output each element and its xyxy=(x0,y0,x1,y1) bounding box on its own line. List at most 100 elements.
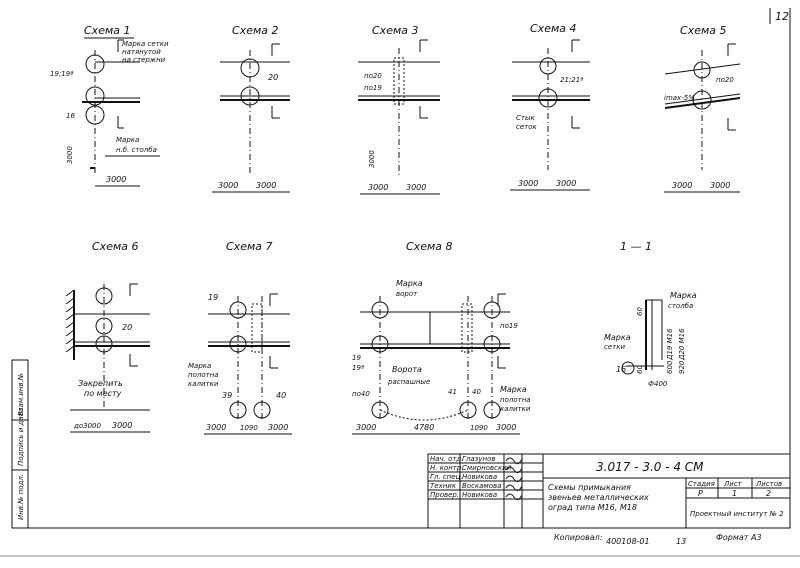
page-number: 12 xyxy=(775,10,789,23)
svg-text:920: 920 xyxy=(678,360,686,374)
svg-text:сетки: сетки xyxy=(604,343,625,351)
svg-text:Техник: Техник xyxy=(430,482,457,490)
scheme-title: 1 — 1 xyxy=(620,240,652,253)
scheme-title: Схема 2 xyxy=(232,24,279,37)
svg-text:3000: 3000 xyxy=(518,179,538,188)
svg-text:Схемы примыкания: Схемы примыкания xyxy=(548,483,631,492)
svg-text:Марка: Марка xyxy=(188,362,211,370)
section-1-1: 1 — 1 Марка столба Марка сетки 16 60 60 … xyxy=(604,240,697,388)
svg-text:сеток: сеток xyxy=(516,123,538,131)
svg-text:натянутой: натянутой xyxy=(122,48,161,56)
svg-text:3000: 3000 xyxy=(406,183,426,192)
scheme-6: Схема 6 20 Закрепить по месту до3000 300… xyxy=(65,240,150,433)
svg-text:60: 60 xyxy=(636,365,644,374)
svg-text:Стадия: Стадия xyxy=(688,480,715,488)
stamp-replace: Взам.инв.№ xyxy=(17,373,25,416)
scheme-7: Схема 7 19 Марка полотна калитки 39 40 3… xyxy=(188,240,292,435)
svg-text:Марка: Марка xyxy=(670,291,697,300)
svg-text:Марка сетки: Марка сетки xyxy=(122,40,169,48)
svg-text:Смирновский: Смирновский xyxy=(462,464,512,472)
svg-text:Провер.: Провер. xyxy=(430,491,459,499)
svg-text:по месту: по месту xyxy=(84,389,122,398)
svg-text:ворот: ворот xyxy=(396,290,418,298)
svg-text:20: 20 xyxy=(268,73,278,82)
svg-text:3000: 3000 xyxy=(66,146,74,164)
svg-text:3000: 3000 xyxy=(356,423,376,432)
svg-text:по20: по20 xyxy=(364,72,382,80)
scheme-title: Схема 4 xyxy=(530,22,577,35)
svg-text:3000: 3000 xyxy=(496,423,516,432)
scheme-title: Схема 1 xyxy=(84,24,131,37)
svg-text:Стык: Стык xyxy=(516,114,535,122)
svg-text:16: 16 xyxy=(616,365,626,374)
svg-text:19: 19 xyxy=(208,293,218,302)
signature xyxy=(505,475,523,483)
svg-text:19: 19 xyxy=(352,354,361,362)
svg-text:н.б. столба: н.б. столба xyxy=(116,146,157,154)
svg-text:полотна: полотна xyxy=(500,396,531,404)
svg-text:400108-01: 400108-01 xyxy=(606,537,650,546)
scheme-title: Схема 7 xyxy=(226,240,273,253)
svg-text:1090: 1090 xyxy=(240,424,258,432)
scheme-title: Схема 3 xyxy=(372,24,419,37)
scheme-title: Схема 5 xyxy=(680,24,727,37)
svg-text:Н. контр.: Н. контр. xyxy=(430,464,464,472)
svg-text:оград типа М16, М18: оград типа М16, М18 xyxy=(548,503,637,512)
sidebar-stamp: Инв.№ подл. Подпись и дата Взам.инв.№ xyxy=(11,359,29,529)
svg-text:19ª: 19ª xyxy=(352,364,365,372)
svg-text:полотна: полотна xyxy=(188,371,219,379)
svg-text:3000: 3000 xyxy=(256,181,276,190)
scheme-3: Схема 3 по20 по19 3000 3000 3000 xyxy=(358,24,440,195)
svg-text:39: 39 xyxy=(222,391,232,400)
svg-text:Формат А3: Формат А3 xyxy=(716,533,762,542)
svg-text:19;19ª: 19;19ª xyxy=(50,70,74,78)
scheme-5: Схема 5 по20 imax-5% 3000 3000 xyxy=(664,24,741,193)
svg-text:3000: 3000 xyxy=(368,150,376,168)
svg-text:Лист: Лист xyxy=(723,480,743,488)
svg-text:20: 20 xyxy=(122,323,132,332)
svg-text:3000: 3000 xyxy=(268,423,288,432)
svg-text:по19: по19 xyxy=(500,322,518,330)
svg-text:13: 13 xyxy=(676,537,686,546)
svg-text:Ф400: Ф400 xyxy=(648,380,668,388)
svg-text:3000: 3000 xyxy=(218,181,238,190)
svg-text:Закрепить: Закрепить xyxy=(78,379,123,388)
scheme-1: Схема 1 Марка сетки натянутой на стержни… xyxy=(50,24,169,187)
svg-text:Д20 М16: Д20 М16 xyxy=(678,328,686,361)
scheme-title: Схема 6 xyxy=(92,240,139,253)
svg-text:16: 16 xyxy=(66,112,75,120)
svg-text:калитки: калитки xyxy=(188,380,219,388)
footer: Копировал: 400108-01 13 Формат А3 xyxy=(554,533,762,546)
organization: Проектный институт № 2 xyxy=(690,510,784,518)
svg-text:Новикова: Новикова xyxy=(462,473,497,481)
svg-text:3000: 3000 xyxy=(672,181,692,190)
signature xyxy=(505,484,523,492)
svg-text:21;21ª: 21;21ª xyxy=(560,76,584,84)
scheme-2: Схема 2 20 3000 3000 xyxy=(212,24,290,193)
signature xyxy=(505,493,523,501)
svg-text:Марка: Марка xyxy=(604,333,631,342)
svg-text:Марка: Марка xyxy=(396,279,423,288)
scheme-4: Схема 4 21;21ª Стык сеток 3000 3000 xyxy=(510,22,590,191)
svg-text:3000: 3000 xyxy=(710,181,730,190)
svg-text:распашные: распашные xyxy=(387,378,430,386)
scheme-title: Схема 8 xyxy=(406,240,453,253)
svg-text:Р: Р xyxy=(698,489,703,498)
svg-text:Новикова: Новикова xyxy=(462,491,497,499)
svg-text:1090: 1090 xyxy=(470,424,488,432)
svg-text:Д19 М16: Д19 М16 xyxy=(666,328,674,361)
title-block: Нач. отд. Глазунов Н. контр. Смирновский… xyxy=(427,453,791,529)
svg-text:до3000: до3000 xyxy=(73,422,101,430)
svg-text:столба: столба xyxy=(668,302,693,310)
svg-text:Листов: Листов xyxy=(755,480,782,488)
svg-text:imax-5%: imax-5% xyxy=(664,94,695,102)
svg-text:Ворота: Ворота xyxy=(392,365,422,374)
svg-text:3000: 3000 xyxy=(368,183,388,192)
svg-text:60: 60 xyxy=(636,307,644,316)
svg-text:600: 600 xyxy=(666,360,674,374)
svg-text:Глазунов: Глазунов xyxy=(462,455,496,463)
svg-text:3000: 3000 xyxy=(556,179,576,188)
svg-text:2: 2 xyxy=(766,489,771,498)
svg-text:Воскамова: Воскамова xyxy=(462,482,501,490)
svg-text:1: 1 xyxy=(732,489,737,498)
